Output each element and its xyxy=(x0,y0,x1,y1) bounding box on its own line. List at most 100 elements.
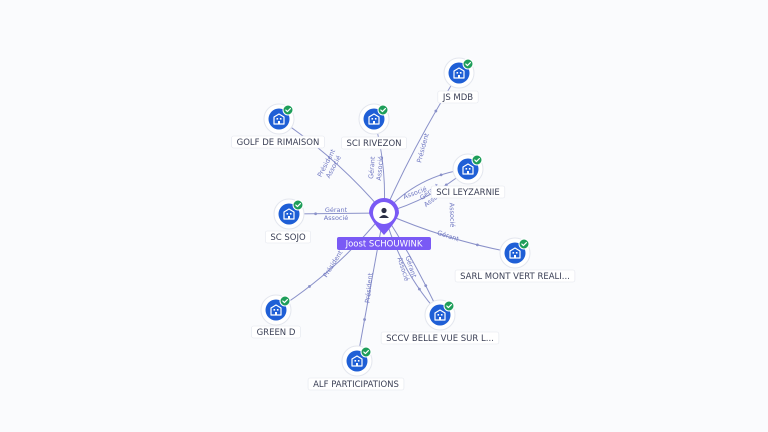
company-building-icon xyxy=(368,113,380,125)
company-node-rivezon[interactable]: SCI RIVEZON xyxy=(341,103,407,150)
node-label: ALF PARTICIPATIONS xyxy=(313,380,399,390)
node-label: SARL MONT VERT REALI... xyxy=(460,272,570,282)
check-badge xyxy=(360,346,372,358)
edge-label: Gérant xyxy=(325,206,348,214)
company-building-icon xyxy=(273,113,285,125)
building-outline xyxy=(270,304,282,316)
verified-check-icon xyxy=(443,300,455,312)
company-node-sccv[interactable]: SCCV BELLE VUE SUR L... xyxy=(380,299,500,345)
check-badge xyxy=(377,104,389,116)
company-building-icon xyxy=(462,163,474,175)
verified-check-icon xyxy=(279,295,291,307)
building-window xyxy=(371,118,374,120)
building-window xyxy=(512,252,515,254)
check-mark xyxy=(363,350,369,355)
edge-alf: Président xyxy=(356,212,385,362)
building-window xyxy=(374,118,377,120)
person-icon xyxy=(379,207,389,218)
verified-check-icon xyxy=(377,104,389,116)
check-mark xyxy=(465,62,471,67)
verified-check-icon xyxy=(282,104,294,116)
edge-line xyxy=(383,72,460,214)
check-badge xyxy=(292,199,304,211)
building-door xyxy=(373,121,375,124)
edge-arrow-marker xyxy=(308,285,311,288)
building-window xyxy=(289,213,292,215)
person-body xyxy=(379,215,389,218)
company-node-montvert[interactable]: SARL MONT VERT REALI... xyxy=(454,237,576,283)
company-node-alf[interactable]: ALF PARTICIPATIONS xyxy=(307,345,405,391)
check-badge xyxy=(471,154,483,166)
check-mark xyxy=(282,299,288,304)
building-outline xyxy=(283,208,295,220)
building-door xyxy=(275,312,277,315)
node-label: JS MDB xyxy=(442,93,473,103)
building-door xyxy=(439,317,441,320)
building-door xyxy=(458,75,460,78)
edge-arrow-marker xyxy=(475,243,479,247)
building-window xyxy=(515,252,518,254)
node-label: SCCV BELLE VUE SUR L... xyxy=(386,334,494,344)
building-door xyxy=(514,255,516,258)
edge-arrow-marker xyxy=(417,287,421,291)
edge-label: Président xyxy=(363,272,374,303)
check-badge xyxy=(462,58,474,70)
building-window xyxy=(459,72,462,74)
building-window xyxy=(440,314,443,316)
edge-arrow-marker xyxy=(434,109,438,113)
company-node-greend[interactable]: GREEN D xyxy=(251,294,301,339)
company-node-sojo[interactable]: SC SOJO xyxy=(265,198,311,244)
node-label-background xyxy=(231,135,325,149)
node-label-background xyxy=(251,325,301,339)
building-outline xyxy=(453,67,465,79)
verified-check-icon xyxy=(462,58,474,70)
check-mark xyxy=(446,304,452,309)
building-window xyxy=(279,118,282,120)
verified-check-icon xyxy=(292,199,304,211)
node-label-background xyxy=(307,377,405,391)
edge-arrow-marker xyxy=(444,183,448,187)
center-label-background xyxy=(337,237,431,250)
check-badge xyxy=(282,104,294,116)
node-label-background xyxy=(430,185,506,199)
building-window xyxy=(465,168,468,170)
building-outline xyxy=(509,247,521,259)
node-label-background xyxy=(265,230,311,244)
company-node-golf[interactable]: GOLF DE RIMAISON xyxy=(231,103,325,149)
company-building-icon xyxy=(283,208,295,220)
node-label: SCI LEYZARNIE xyxy=(436,188,500,198)
nodes-layer: GOLF DE RIMAISON SCI RIVEZON JS MDB SCI LEY… xyxy=(231,57,576,391)
company-building-icon xyxy=(351,355,363,367)
company-node-jsmdb[interactable]: JS MDB xyxy=(437,57,479,104)
edge-label: Gérant xyxy=(367,156,377,179)
building-outline xyxy=(462,163,474,175)
edge-label: Associé xyxy=(324,214,349,222)
check-mark xyxy=(285,108,291,113)
edge-label-group: Gérant xyxy=(436,229,460,244)
company-building-icon xyxy=(434,309,446,321)
node-label: GOLF DE RIMAISON xyxy=(237,138,320,148)
verified-check-icon xyxy=(518,238,530,250)
building-window xyxy=(276,118,279,120)
edge-label-group: Président xyxy=(363,272,374,303)
node-label-background xyxy=(454,269,576,283)
center-label: Joost SCHOUWINK xyxy=(345,240,423,250)
building-window xyxy=(273,309,276,311)
node-label-background xyxy=(380,331,500,345)
company-node-leyzarnie[interactable]: SCI LEYZARNIE xyxy=(430,153,506,199)
edge-arrow-marker xyxy=(424,284,428,288)
company-building-icon xyxy=(453,67,465,79)
edge-label-group: Président xyxy=(322,249,345,279)
person-head xyxy=(381,207,387,214)
check-mark xyxy=(295,203,301,208)
center-person-node[interactable]: Joost SCHOUWINK xyxy=(337,198,431,250)
building-outline xyxy=(368,113,380,125)
node-label: GREEN D xyxy=(257,328,296,338)
company-building-icon xyxy=(509,247,521,259)
building-window xyxy=(286,213,289,215)
check-mark xyxy=(380,108,386,113)
check-mark xyxy=(521,242,527,247)
check-badge xyxy=(279,295,291,307)
